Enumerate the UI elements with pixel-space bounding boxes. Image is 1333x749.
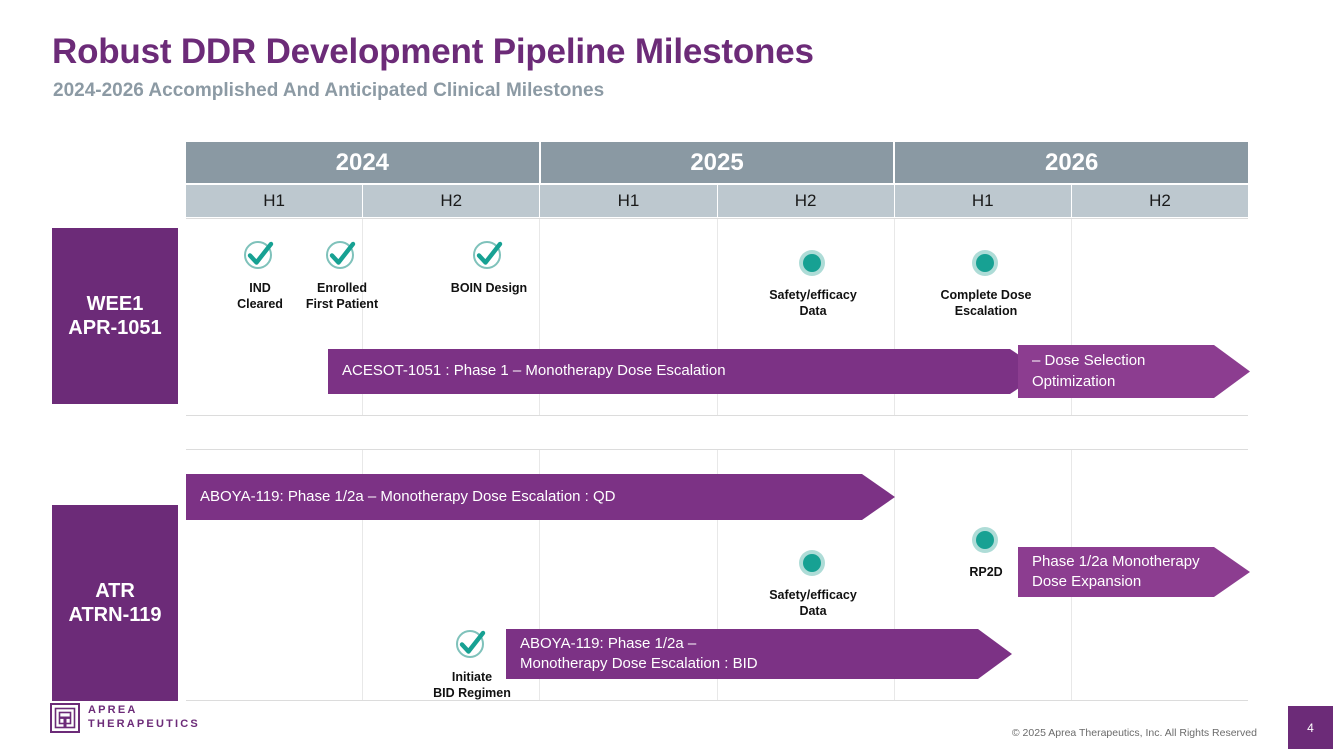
timeline-half-header: H1 H2 H1 H2 H1 H2 bbox=[186, 185, 1249, 217]
bar-label: ACESOT-1051 : Phase 1 – Monotherapy Dose… bbox=[342, 362, 726, 380]
dot-icon bbox=[911, 243, 1061, 281]
half-cell-2025-h2: H2 bbox=[717, 185, 895, 217]
program-label-wee1-line1: WEE1 bbox=[86, 292, 144, 315]
milestone-boin-design: BOIN Design bbox=[414, 236, 564, 296]
page-title: Robust DDR Development Pipeline Mileston… bbox=[52, 32, 814, 71]
arrowhead-icon bbox=[862, 474, 896, 520]
program-label-atr-line1: ATR bbox=[95, 579, 135, 602]
copyright-text: © 2025 Aprea Therapeutics, Inc. All Righ… bbox=[1011, 727, 1257, 739]
half-cell-2024-h1: H1 bbox=[186, 185, 364, 217]
check-circle-icon bbox=[414, 236, 564, 274]
bar-dose-selection-optimization: – Dose Selection Optimization bbox=[1018, 345, 1250, 398]
check-circle-icon bbox=[267, 236, 417, 274]
program-label-wee1-line2: APR-1051 bbox=[68, 317, 162, 339]
milestone-label: Enrolled First Patient bbox=[305, 281, 379, 311]
check-circle-icon bbox=[185, 236, 335, 274]
milestone-label: RP2D bbox=[969, 565, 1003, 579]
logo-wordmark-line2: THERAPEUTICS bbox=[88, 718, 200, 730]
milestone-label: Complete Dose Escalation bbox=[940, 288, 1032, 318]
bar-label: – Dose Selection Optimization bbox=[1032, 352, 1146, 390]
bar-aboya-119-bid: ABOYA-119: Phase 1/2a – Monotherapy Dose… bbox=[506, 629, 1012, 679]
year-cell-2024: 2024 bbox=[186, 142, 541, 183]
company-logo: APREA THERAPEUTICS bbox=[50, 703, 200, 733]
aprea-logo-icon bbox=[50, 703, 80, 733]
page-subtitle: 2024-2026 Accomplished And Anticipated C… bbox=[53, 80, 605, 101]
milestone-label: Initiate BID Regimen bbox=[433, 670, 511, 700]
bar-label: ABOYA-119: Phase 1/2a – Monotherapy Dose… bbox=[520, 634, 758, 672]
milestone-initiate-bid-regimen: Initiate BID Regimen bbox=[397, 625, 547, 701]
milestone-enrolled-first-patient: Enrolled First Patient bbox=[267, 236, 417, 312]
milestone-safety-efficacy-data-wee1: Safety/efficacy Data bbox=[738, 243, 888, 319]
dot-icon bbox=[911, 520, 1061, 558]
bar-acesot-1051: ACESOT-1051 : Phase 1 – Monotherapy Dose… bbox=[328, 349, 1044, 394]
half-cell-2026-h2: H2 bbox=[1071, 185, 1249, 217]
program-label-atr: ATR ATRN-119 bbox=[52, 505, 178, 701]
milestone-safety-efficacy-data-atr: Safety/efficacy Data bbox=[738, 543, 888, 619]
half-cell-2025-h1: H1 bbox=[540, 185, 718, 217]
bar-phase-1-2a-dose-expansion: Phase 1/2a Monotherapy Dose Expansion bbox=[1018, 547, 1250, 597]
half-cell-2026-h1: H1 bbox=[894, 185, 1072, 217]
page-number: 4 bbox=[1288, 706, 1333, 749]
bar-label: Phase 1/2a Monotherapy Dose Expansion bbox=[1032, 552, 1200, 590]
milestone-complete-dose-escalation: Complete Dose Escalation bbox=[911, 243, 1061, 319]
program-label-wee1: WEE1 APR-1051 bbox=[52, 228, 178, 404]
milestone-label: Safety/efficacy Data bbox=[769, 288, 857, 318]
milestone-label: IND Cleared bbox=[237, 281, 283, 311]
timeline-year-header: 2024 2025 2026 bbox=[186, 142, 1249, 183]
bar-aboya-119-qd: ABOYA-119: Phase 1/2a – Monotherapy Dose… bbox=[186, 474, 895, 520]
dot-icon bbox=[738, 543, 888, 581]
milestone-rp2d: RP2D bbox=[911, 520, 1061, 580]
year-cell-2026: 2026 bbox=[895, 142, 1249, 183]
bar-label: ABOYA-119: Phase 1/2a – Monotherapy Dose… bbox=[200, 487, 616, 505]
milestone-ind-cleared: IND Cleared bbox=[185, 236, 335, 312]
half-cell-2024-h2: H2 bbox=[363, 185, 541, 217]
year-cell-2025: 2025 bbox=[540, 142, 896, 183]
milestone-label: Safety/efficacy Data bbox=[769, 588, 857, 618]
arrowhead-icon bbox=[1214, 547, 1250, 597]
logo-wordmark-line1: APREA bbox=[88, 704, 138, 717]
check-circle-icon bbox=[397, 625, 547, 663]
arrowhead-icon bbox=[978, 629, 1012, 679]
logo-wordmark: APREA THERAPEUTICS bbox=[88, 704, 200, 732]
dot-icon bbox=[738, 243, 888, 281]
program-label-atr-line2: ATRN-119 bbox=[68, 604, 162, 626]
milestone-label: BOIN Design bbox=[450, 281, 528, 295]
arrowhead-icon bbox=[1214, 345, 1250, 398]
